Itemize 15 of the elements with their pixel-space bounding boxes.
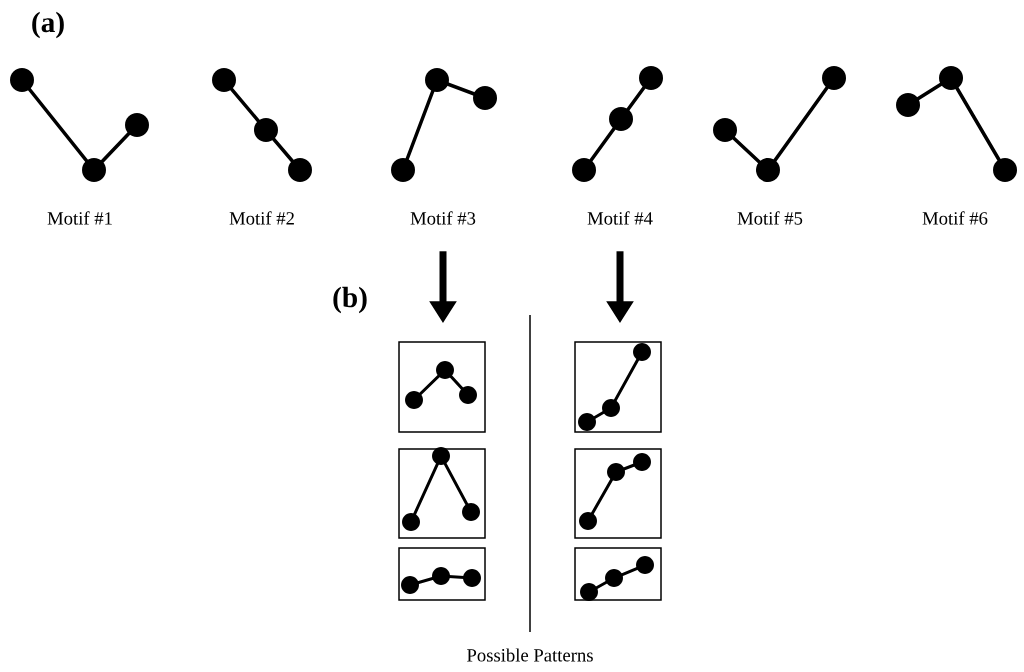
motif-label: Motif #4 [587, 211, 653, 225]
pattern-box [574, 341, 662, 433]
motif-label: Motif #6 [922, 211, 988, 225]
caption: Possible Patterns [467, 648, 593, 662]
panel-label: (a) [32, 11, 64, 39]
panel-label: (b) [333, 286, 367, 314]
motif-label: Motif #2 [229, 211, 294, 225]
pattern-box [398, 547, 486, 601]
motif-label: Motif #3 [410, 211, 476, 225]
pattern-box [398, 341, 486, 433]
pattern-box [574, 448, 662, 539]
motif-label: Motif #1 [47, 211, 112, 225]
pattern-box [574, 547, 662, 601]
pattern-box [398, 447, 486, 539]
motif-label: Motif #5 [737, 211, 803, 225]
